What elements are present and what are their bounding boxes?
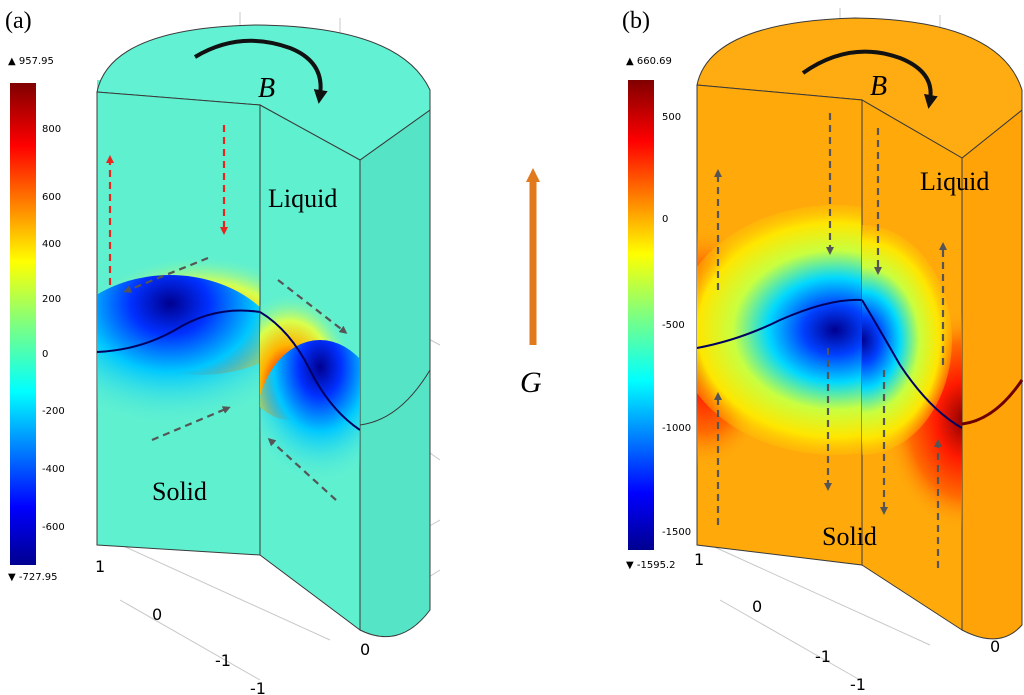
colorbar-b: ▲ 660.69 ▼ -1595.2 500 0 -500 -1000 -1500 xyxy=(626,56,691,571)
solid-label: Solid xyxy=(152,477,207,506)
field-label: B xyxy=(258,73,275,104)
field-label: B xyxy=(870,71,887,102)
gravity-indicator: G xyxy=(520,168,542,399)
axis-tick: 0 xyxy=(360,640,370,659)
cylinder-curved-side xyxy=(359,109,431,638)
colorbar-a: ▲ 957.95 ▼ -727.95 800 600 400 200 0 -200 -400… xyxy=(8,56,65,583)
gray-arrow xyxy=(123,256,209,293)
axis-tick: 1 xyxy=(694,550,704,569)
colorbar-tick-label: 0 xyxy=(662,214,668,225)
cylinder-curved-side xyxy=(961,108,1023,640)
gray-arrow xyxy=(267,437,337,501)
liquid-label: Liquid xyxy=(920,167,989,196)
panel-a: B Liquid Solid ▲ 957.95 ▼ -727.95 800 600… xyxy=(5,8,441,695)
colorbar-tick-label: -1000 xyxy=(662,423,691,434)
colorbar-tick-label: 0 xyxy=(42,349,48,360)
axis-tick: -1 xyxy=(215,651,231,670)
colorbar-tick-label: 400 xyxy=(42,239,61,250)
rotation-arrow xyxy=(193,38,328,104)
solid-label: Solid xyxy=(822,522,877,551)
panel-tag: (b) xyxy=(622,8,650,34)
cylinder-top xyxy=(96,24,431,161)
axis-tick: -1 xyxy=(250,679,266,695)
liquid-label: Liquid xyxy=(268,184,337,213)
gravity-label: G xyxy=(520,366,542,399)
axis-tick: 0 xyxy=(990,637,1000,656)
colorbar-tick-label: -400 xyxy=(42,464,65,475)
colorbar-min: ▼ -727.95 xyxy=(8,572,57,583)
gray-arrow xyxy=(277,279,348,334)
colorbar-tick-label: 800 xyxy=(42,124,61,135)
colorbar-tick-label: -500 xyxy=(662,320,685,331)
axis-tick: 1 xyxy=(95,557,105,576)
axis-tick: 0 xyxy=(752,597,762,616)
colorbar-max: ▲ 660.69 xyxy=(626,56,672,67)
gray-arrow xyxy=(151,406,231,442)
panel-b: B Liquid Solid ▲ 660.69 ▼ -1595.2 500 0 -5… xyxy=(622,8,1024,694)
colorbar-tick-label: -200 xyxy=(42,406,65,417)
cylinder-top xyxy=(696,17,1023,159)
colorbar-max: ▲ 957.95 xyxy=(8,56,54,67)
colorbar-tick-label: -600 xyxy=(42,522,65,533)
axis-ticks-a: 1 0 -1 -1 0 xyxy=(95,557,370,695)
colorbar-min: ▼ -1595.2 xyxy=(626,560,675,571)
colorbar-tick-label: 600 xyxy=(42,192,61,203)
axis-ticks-b: 1 0 -1 -1 0 xyxy=(694,550,1000,694)
colorbar-tick-label: -1500 xyxy=(662,527,691,538)
colorbar-tick-label: 200 xyxy=(42,294,61,305)
colorbar-tick-label: 500 xyxy=(662,112,681,123)
panel-tag: (a) xyxy=(5,8,32,34)
flow-arrows-b xyxy=(714,113,947,568)
axis-tick: 0 xyxy=(152,605,162,624)
rotation-arrow xyxy=(801,49,938,109)
axis-tick: -1 xyxy=(850,675,866,694)
axis-tick: -1 xyxy=(815,647,831,666)
